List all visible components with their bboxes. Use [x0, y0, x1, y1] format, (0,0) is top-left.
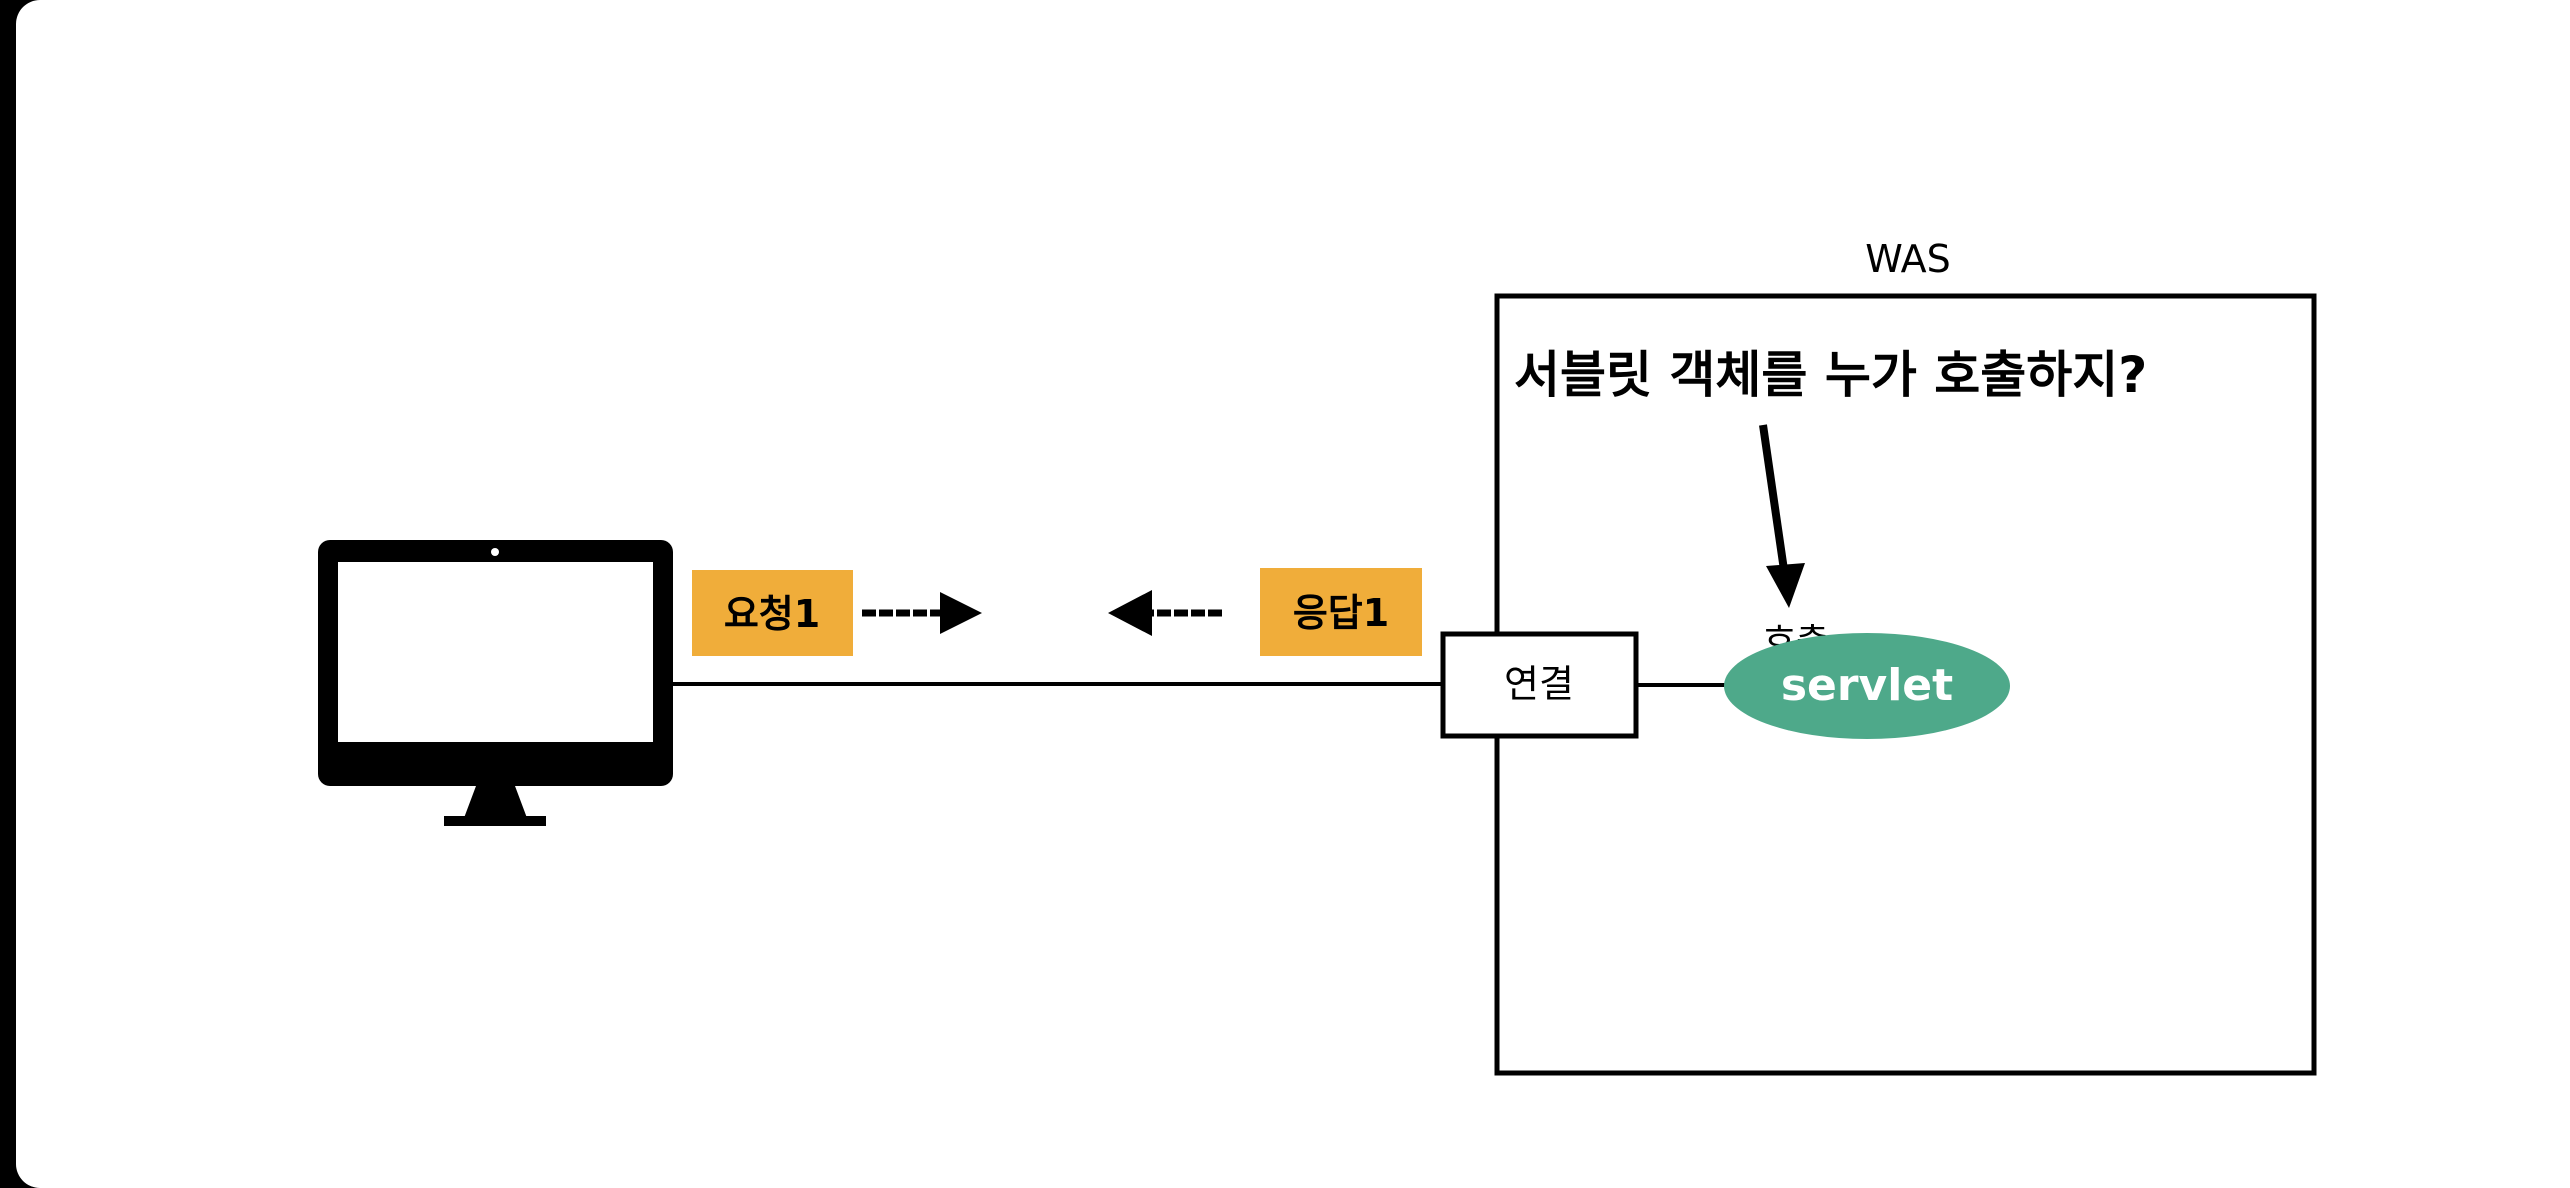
- response-label: 응답1: [1293, 591, 1389, 635]
- response-arrow-icon: [1108, 590, 1222, 636]
- request-box: [692, 570, 853, 656]
- diagram-svg: 요청1 응답1 WAS 서블릿 객체를 누가 호출하지?: [318, 237, 2317, 1076]
- servlet-ellipse: [1724, 633, 2010, 739]
- diagram-canvas: 요청1 응답1 WAS 서블릿 객체를 누가 호출하지?: [16, 0, 2570, 1188]
- response-box: [1260, 568, 1422, 656]
- request-label: 요청1: [724, 592, 820, 636]
- request-arrow-icon: [862, 592, 982, 634]
- computer-monitor-icon: [318, 540, 673, 826]
- was-label: WAS: [1865, 237, 1951, 281]
- servlet-label: servlet: [1781, 660, 1953, 711]
- question-text: 서블릿 객체를 누가 호출하지?: [1514, 346, 2147, 404]
- connection-label: 연결: [1504, 662, 1574, 706]
- pointer-arrow-icon: [1759, 424, 1805, 608]
- connection-box: [1440, 631, 1639, 739]
